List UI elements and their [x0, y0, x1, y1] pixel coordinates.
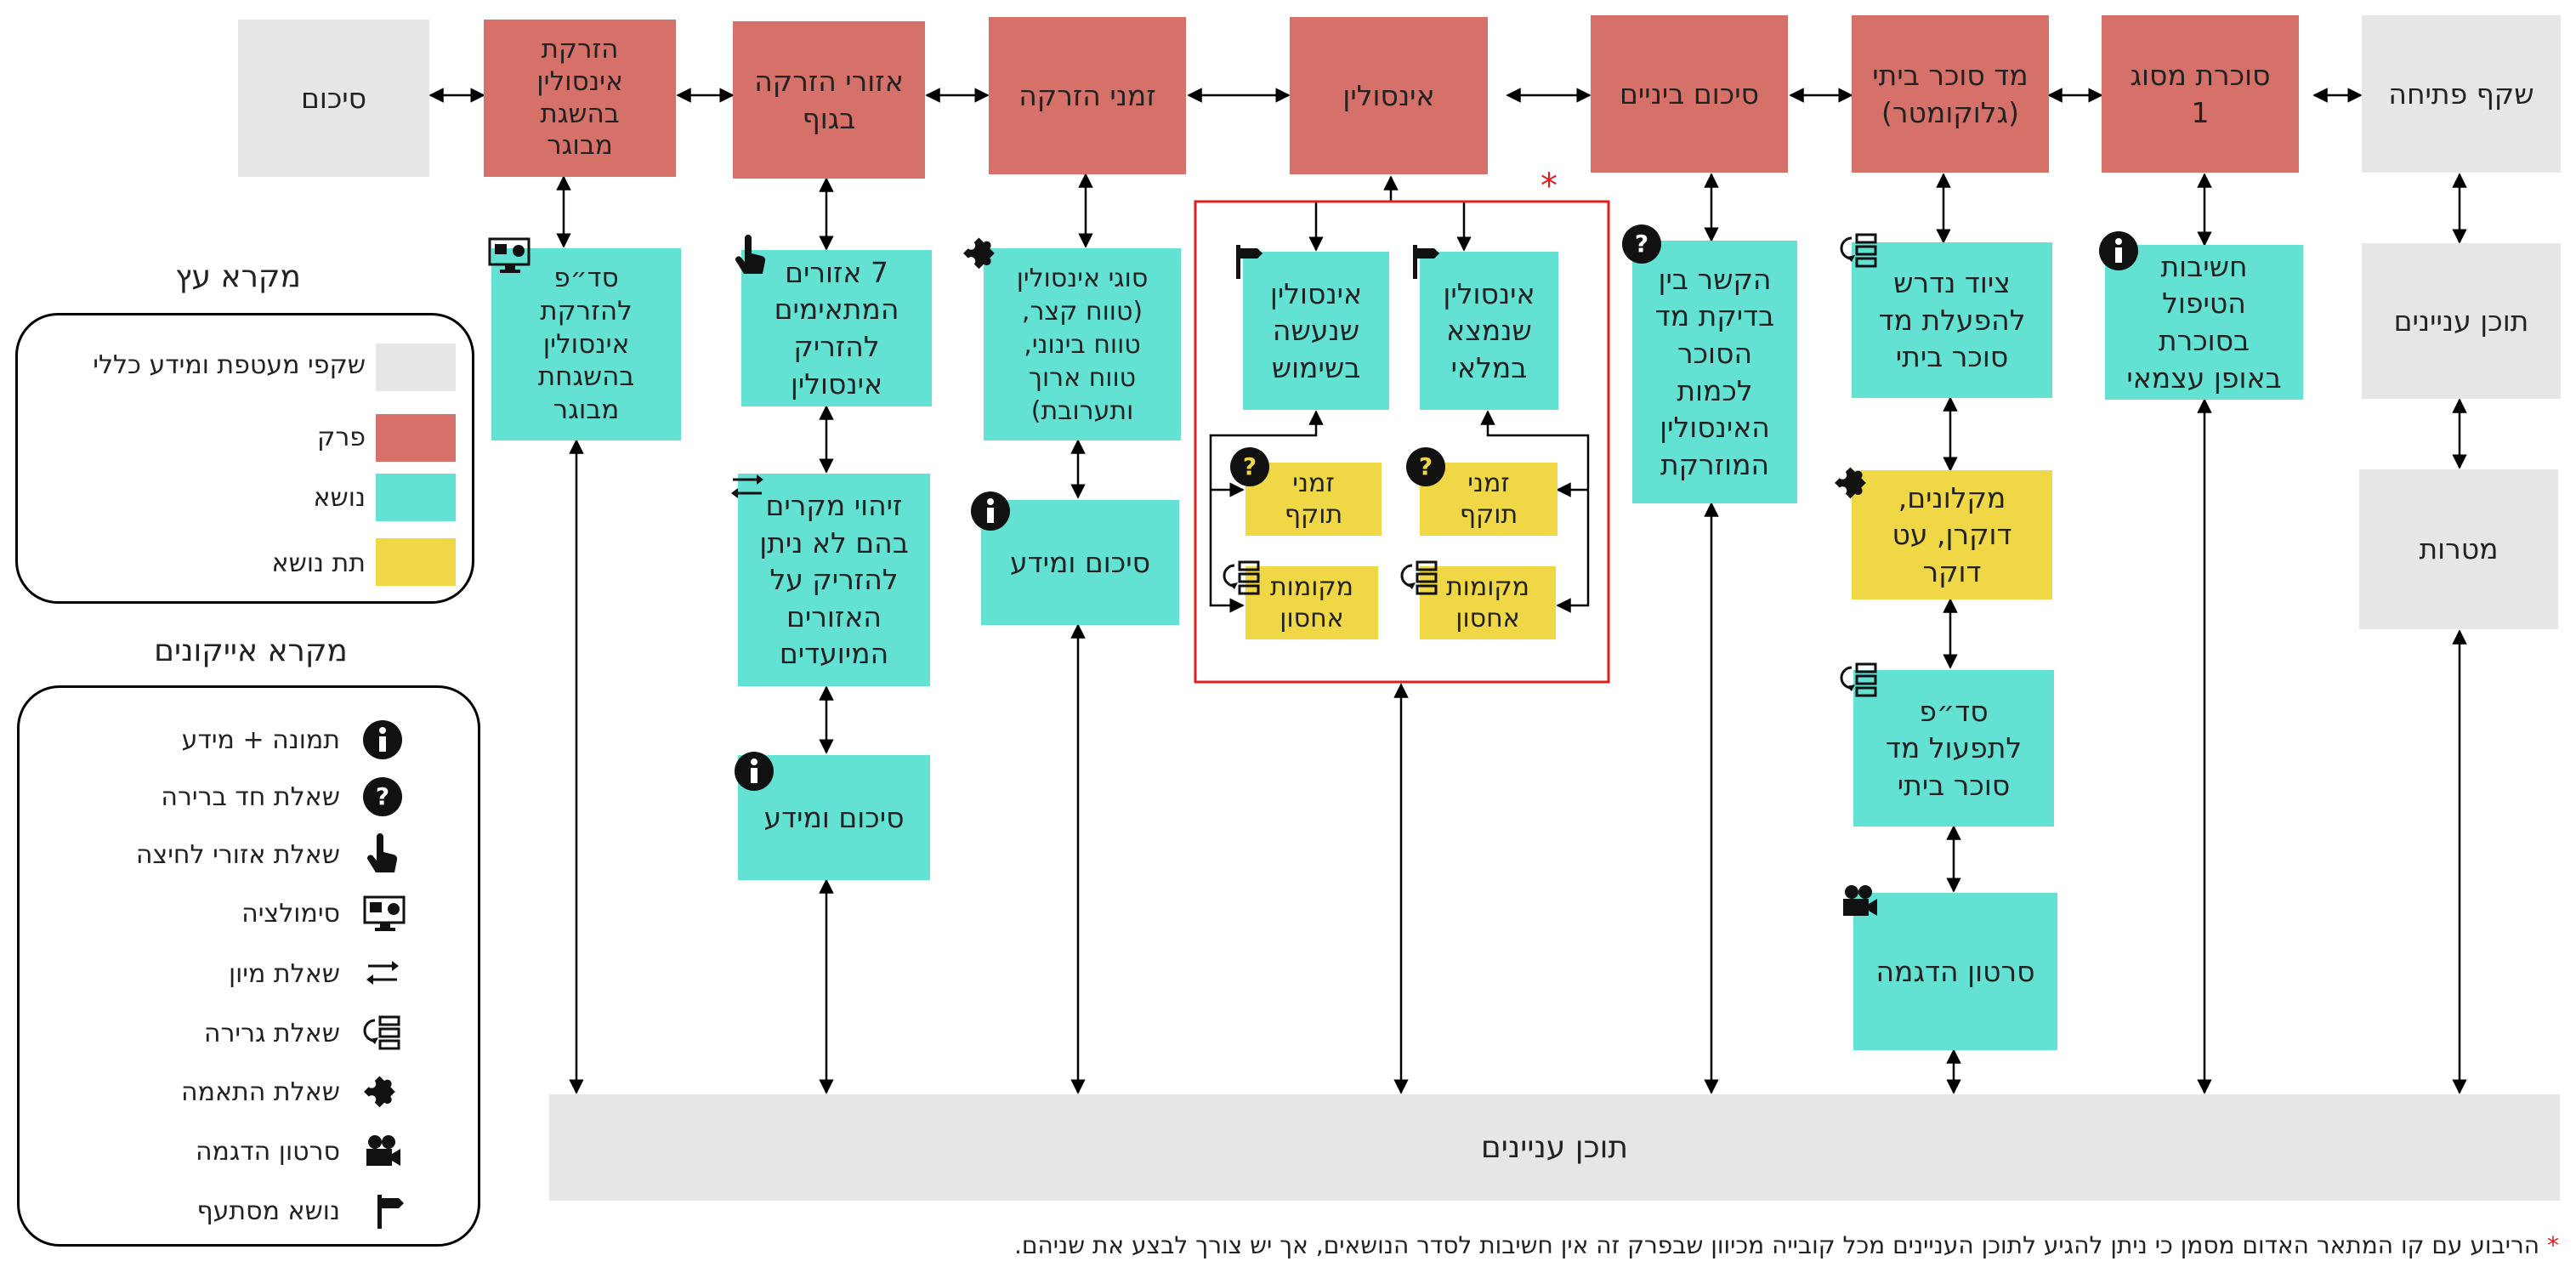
signpost-icon: [1236, 245, 1262, 279]
topic-procedure-glucometer: סד״פ לתפעול מד סוכר ביתי: [1853, 670, 2054, 827]
footnote: * הריבוע עם קו המתאר האדום מסמן כי ניתן …: [850, 1231, 2559, 1259]
topic-insulin-stock: אינסולין שנמצא במלאי: [1420, 252, 1558, 410]
topic-relation: הקשר בין בדיקת מד הסוכר לכמות האינסולין …: [1632, 241, 1797, 503]
signpost-icon: [377, 1195, 404, 1229]
node-goals: מטרות: [2359, 469, 2558, 629]
topic-equipment: ציוד נדרש להפעלת מד סוכר ביתי: [1852, 242, 2052, 398]
node-adult-injection: הזרקת אינסולין בהשגת מבוגר: [484, 20, 676, 177]
svg-text:?: ?: [1243, 452, 1257, 480]
legend-icons-frame: [17, 685, 480, 1247]
subtopic-lancets: מקלונים, דוקרן, עט דוקר: [1852, 470, 2052, 599]
puzzle-icon: [364, 1076, 395, 1108]
info-icon: [363, 720, 402, 759]
puzzle-icon: [1835, 467, 1866, 499]
drag-icon: [363, 1015, 400, 1050]
subtopic-storage-in-use: מקומות אחסון: [1245, 566, 1378, 639]
subtopic-storage-stock: מקומות אחסון: [1420, 566, 1556, 639]
red-asterisk: *: [1540, 167, 1558, 206]
node-interim-summary: סיכום ביניים: [1591, 15, 1788, 173]
question-icon: ?: [1230, 447, 1269, 486]
topic-insulin-in-use: אינסולין שנעשה בשימוש: [1243, 252, 1389, 410]
topic-cases-identify: זיהוי מקרים בהם לא ניתן להזריק על האזורי…: [738, 474, 930, 686]
video-camera-icon: [366, 1135, 400, 1166]
node-toc: תוכן עניינים: [2362, 243, 2561, 399]
legend-icon-label: שאלת גרירה: [203, 1019, 340, 1048]
legend-icon-label: שאלת התאמה: [181, 1077, 340, 1107]
legend-icon-label: סימולציה: [241, 899, 340, 929]
legend-tree-label: שקפי מעטפת ומידע כללי: [93, 350, 366, 380]
legend-tree-label: תת נושא: [271, 548, 366, 578]
hand-pointer-icon: [735, 235, 766, 274]
legend-icon-label: סרטון הדגמה: [195, 1137, 340, 1167]
topic-demo-video: סרטון הדגמה: [1853, 893, 2057, 1050]
node-opening: שקף פתיחה: [2362, 15, 2561, 173]
question-icon: ?: [363, 777, 402, 816]
footnote-text: הריבוע עם קו המתאר האדום מסמן כי ניתן לה…: [1014, 1231, 2540, 1259]
puzzle-icon: [963, 237, 995, 270]
info-icon: [2099, 231, 2138, 270]
svg-text:?: ?: [1419, 452, 1433, 480]
topic-seven-areas: 7 אזורים המתאימים להזריק אינסולין: [741, 250, 932, 406]
hand-pointer-icon: [366, 833, 398, 872]
info-icon: [735, 752, 774, 791]
footnote-star: *: [2547, 1231, 2559, 1259]
legend-swatch-general: [376, 344, 456, 391]
legend-tree-title: מקרא עץ: [175, 259, 301, 294]
legend-tree-label: נושא: [313, 483, 366, 513]
node-insulin: אינסולין: [1290, 17, 1488, 174]
topic-procedure-adult: סד״פ להזרקת אינסולין בהשגחת מבוגר: [491, 248, 681, 440]
simulation-icon: [363, 895, 406, 931]
drag-icon: [1223, 560, 1260, 595]
topic-summary-info-1: סיכום ומידע: [981, 500, 1179, 625]
legend-tree-frame: [15, 313, 474, 604]
sort-arrows-icon: [366, 961, 399, 985]
legend-tree-label: פרק: [317, 423, 366, 452]
signpost-icon: [1413, 245, 1439, 279]
node-diabetes-type1: סוכרת מסוג 1: [2102, 15, 2299, 173]
drag-icon: [1840, 662, 1877, 697]
bottom-toc-bar: תוכן עניינים: [549, 1094, 2560, 1201]
legend-icon-label: שאלת חד ברירה: [161, 782, 340, 812]
info-icon: [971, 491, 1010, 531]
sort-arrows-icon: [731, 474, 763, 498]
legend-icon-label: שאלת מיון: [228, 959, 340, 989]
svg-text:?: ?: [1635, 230, 1648, 258]
legend-icons-title: מקרא אייקונים: [154, 633, 348, 668]
node-injection-times: זמני הזרקה: [989, 17, 1186, 174]
node-home-glucometer: מד סוכר ביתי (גלוקומטר): [1852, 15, 2049, 173]
legend-swatch-topic: [376, 474, 456, 521]
node-summary: סיכום: [238, 20, 429, 177]
question-icon: ?: [1622, 224, 1661, 264]
svg-text:?: ?: [376, 782, 389, 810]
simulation-icon: [488, 237, 531, 273]
drag-icon: [1400, 560, 1438, 595]
legend-swatch-subtopic: [376, 538, 456, 586]
highlight-frame: [1194, 200, 1610, 684]
node-injection-areas: אזורי הזרקה בגוף: [733, 21, 925, 179]
topic-insulin-types: סוגי אינסולין (טווח קצר, טווח בינוני, טו…: [984, 248, 1181, 440]
legend-icon-label: שאלת אזורי לחיצה: [135, 840, 340, 870]
legend-swatch-chapter: [376, 414, 456, 462]
question-icon: ?: [1406, 447, 1445, 486]
subtopic-expiry-in-use: זמני תוקף: [1245, 463, 1382, 536]
legend-icon-label: תמונה + מידע: [181, 725, 340, 755]
legend-icon-label: נושא מסתעף: [196, 1196, 340, 1226]
topic-treatment-importance: חשיבות הטיפול בסוכרת באופן עצמאי: [2105, 245, 2303, 400]
drag-icon: [1840, 233, 1877, 268]
video-camera-icon: [1843, 885, 1877, 916]
